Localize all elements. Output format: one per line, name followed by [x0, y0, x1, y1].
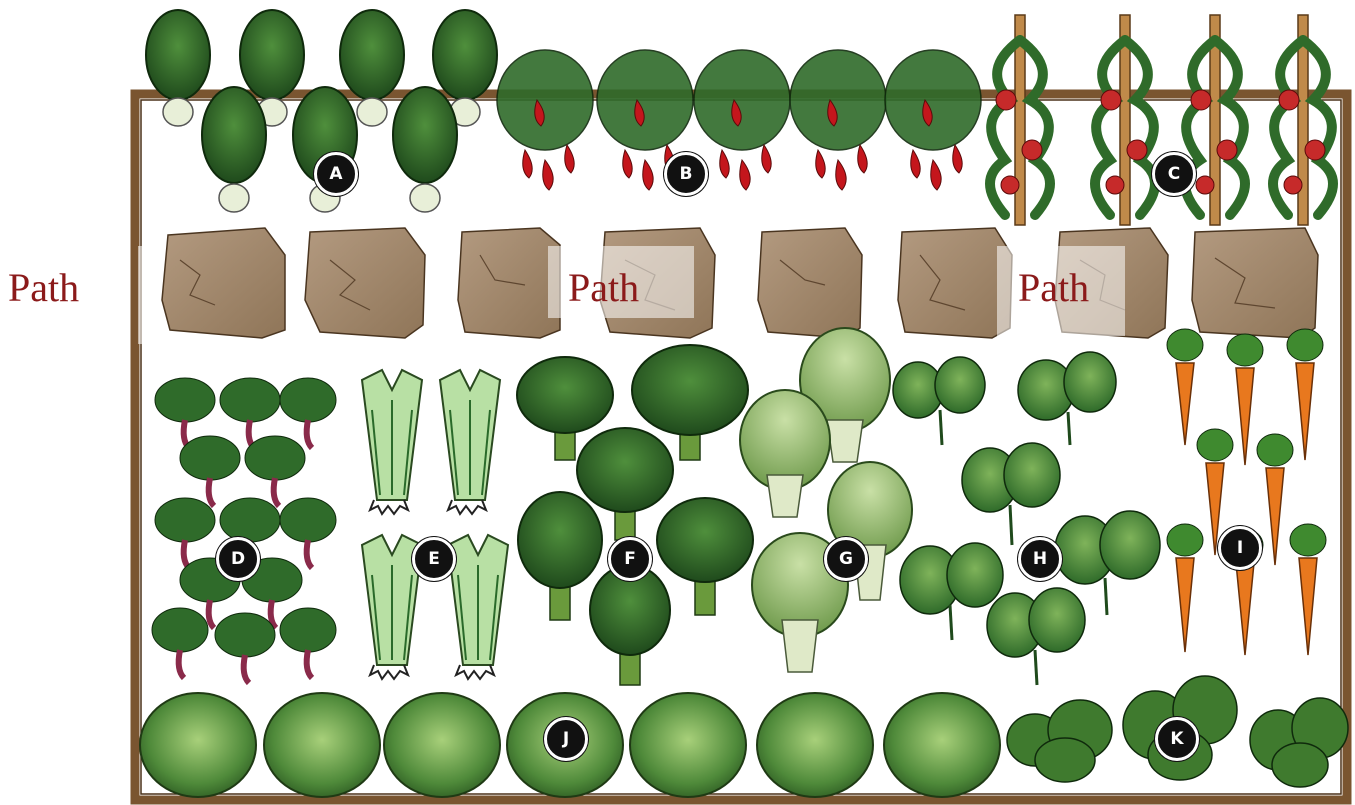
spinach-icon	[893, 352, 1160, 685]
path-label-left: Path	[8, 268, 79, 308]
path-label-center: Path	[568, 268, 639, 308]
plot-e-leeks	[362, 370, 508, 679]
plot-g-bok-choy	[740, 328, 912, 672]
plot-h-spinach	[893, 352, 1160, 685]
pepper-plant-icon	[497, 50, 981, 190]
plot-badge-g: G	[824, 537, 868, 581]
plot-i-carrots	[1167, 329, 1326, 655]
plot-f-broccoli	[517, 345, 753, 685]
plot-badge-j: J	[544, 717, 588, 761]
plot-badge-d: D	[216, 537, 260, 581]
plot-badge-c: C	[1152, 152, 1196, 196]
plot-badge-a: A	[314, 152, 358, 196]
plot-b-peppers	[497, 50, 981, 190]
plot-d-beets	[152, 378, 336, 683]
plot-badge-i: I	[1218, 526, 1262, 570]
plot-badge-h: H	[1018, 537, 1062, 581]
stepping-stone-path	[162, 228, 1318, 338]
plot-c-tomatoes	[990, 15, 1333, 225]
plot-badge-b: B	[664, 152, 708, 196]
path-label-backdrop-1	[138, 246, 154, 344]
plot-badge-e: E	[412, 537, 456, 581]
bok-choy-icon	[740, 328, 912, 672]
path-label-right: Path	[1018, 268, 1089, 308]
staked-tomato-icon	[990, 15, 1333, 225]
broccoli-icon	[517, 345, 753, 685]
plot-badge-k: K	[1155, 717, 1199, 761]
leek-icon	[362, 370, 508, 679]
beet-icon	[152, 378, 336, 683]
plot-badge-f: F	[608, 537, 652, 581]
carrot-icon	[1167, 329, 1326, 655]
